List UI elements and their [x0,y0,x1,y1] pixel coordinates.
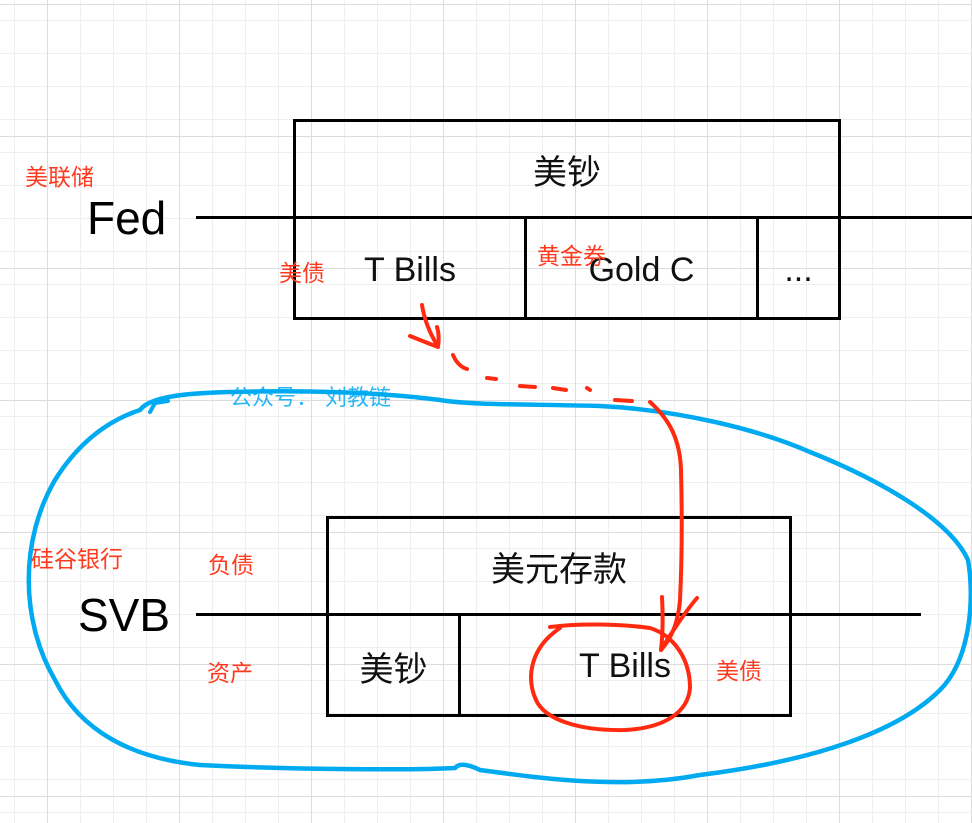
fed-asset-gold-certificates: Gold C [588,250,695,289]
fed-entity-label: Fed [87,192,167,244]
svb-asset-divider [458,615,461,715]
fed-t-bills-annotation: 美债 [279,261,325,287]
svb-asset-t-bills: T Bills [579,646,671,685]
fed-gold-c-annotation: 黄金券 [537,244,606,270]
svb-asset-cash: 美钞 [359,649,428,690]
fed-asset-more: ... [784,250,813,289]
fed-liability-cell: 美钞 [533,152,601,193]
svb-annotation: 硅谷银行 [31,547,123,573]
watermark-text: 公众号： 刘教链 [230,386,391,411]
svb-entity-label: SVB [78,589,171,641]
fed-asset-divider-1 [524,218,527,318]
fed-t-bills-outflow-arrowhead [408,325,441,349]
fed-asset-t-bills: T Bills [364,250,456,289]
svb-highlight-loop-start-tick [148,399,170,414]
svb-liabilities-label: 负债 [208,553,254,579]
fed-box-divider [293,216,841,219]
svb-box-divider [326,613,792,616]
svb-t-bills-annotation: 美债 [716,659,762,685]
fed-annotation: 美联储 [25,165,94,191]
fed-asset-divider-2 [756,218,759,318]
dashed-transfer-path [451,353,634,403]
svb-assets-label: 资产 [207,661,253,687]
svb-liability-cell: 美元存款 [491,549,627,590]
fed-balance-box [293,119,841,320]
